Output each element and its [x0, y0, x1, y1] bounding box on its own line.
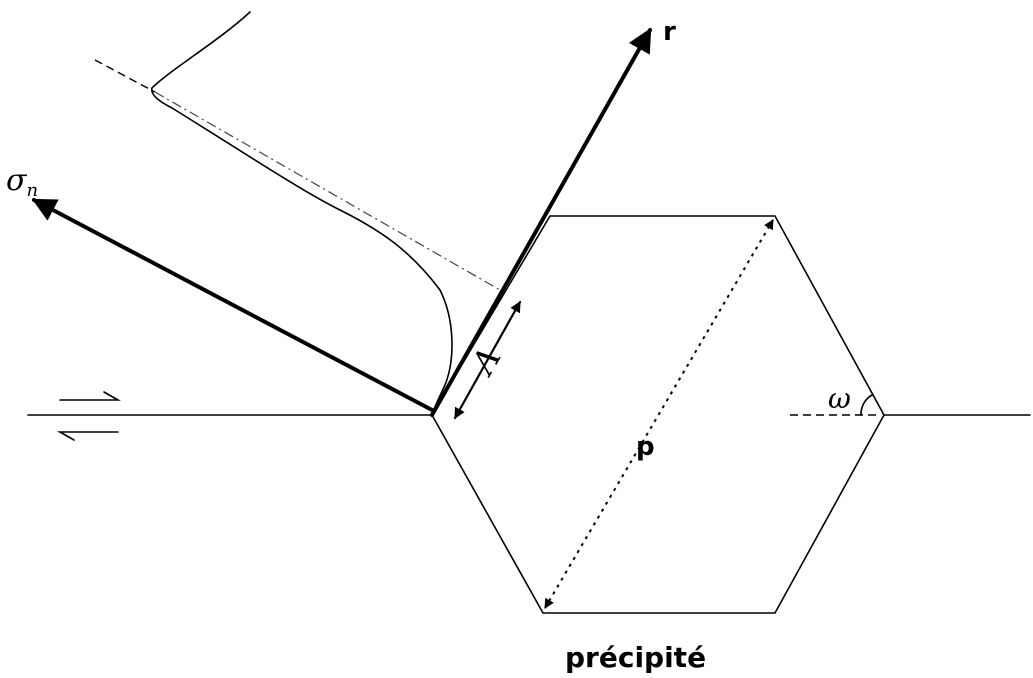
precipitate-hexagon	[431, 215, 885, 614]
omega-arc	[860, 394, 873, 416]
r-label: r	[663, 17, 676, 47]
omega-label: ω	[828, 382, 851, 415]
sigma-axis-arrow	[31, 198, 434, 412]
p-label: p	[636, 432, 655, 462]
precipitate-label: précipité	[565, 641, 706, 674]
asymptote-dashed-line	[94, 59, 156, 93]
r-axis-arrow	[430, 27, 652, 417]
shear-arrow-bottom-icon	[56, 431, 119, 441]
stress-profile-curve	[150, 11, 453, 416]
lambda-dimension-arrow	[453, 300, 522, 420]
sigma-n-label: σn	[6, 163, 38, 201]
diameter-p-line	[544, 219, 774, 609]
asymptote-dashdot-line	[154, 91, 501, 291]
shear-arrow-top-icon	[59, 391, 122, 401]
